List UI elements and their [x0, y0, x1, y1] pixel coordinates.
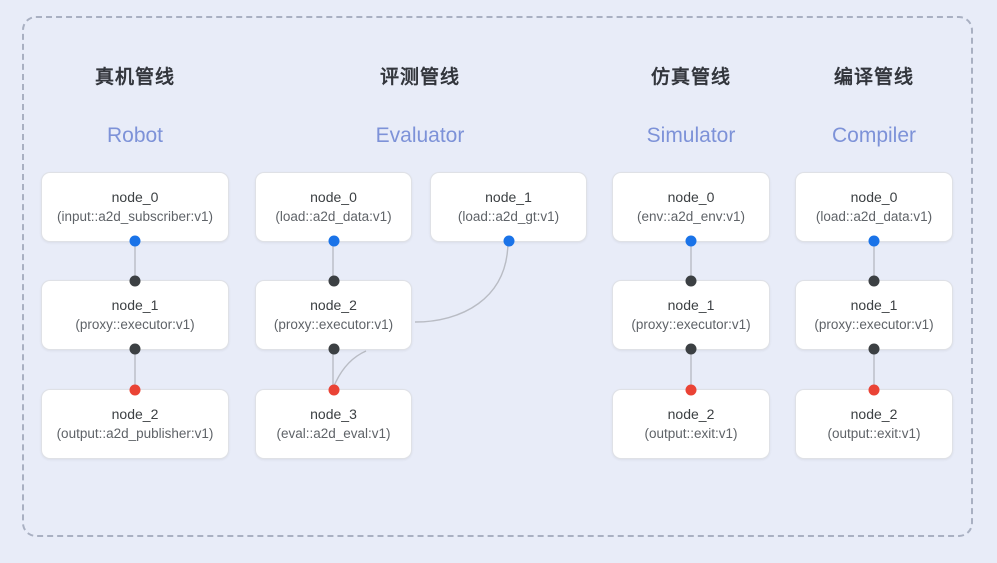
node-spec: (input::a2d_subscriber:v1): [56, 209, 214, 224]
node-spec: (output::exit:v1): [644, 426, 738, 441]
node-robot-1[interactable]: node_1 (proxy::executor:v1): [41, 275, 229, 355]
column-subtitle-evaluator: Evaluator: [375, 124, 465, 147]
node-name: node_2: [310, 297, 357, 313]
edge-eval-1-2: [414, 240, 509, 323]
port-output-blue[interactable]: [129, 235, 141, 247]
column-subtitle-compiler: Compiler: [831, 124, 917, 147]
node-simulator-1[interactable]: node_1 (proxy::executor:v1): [612, 275, 770, 355]
node-evaluator-1[interactable]: node_1 (load::a2d_gt:v1): [430, 172, 587, 247]
port-output-blue[interactable]: [503, 235, 514, 247]
node-spec: (load::a2d_gt:v1): [457, 209, 560, 224]
port-input-black[interactable]: [685, 275, 697, 287]
node-compiler-1[interactable]: node_1 (proxy::executor:v1): [795, 275, 953, 355]
port-output-black[interactable]: [328, 343, 339, 355]
node-simulator-2[interactable]: node_2 (output::exit:v1): [612, 384, 770, 459]
node-spec: (load::a2d_data:v1): [275, 209, 392, 224]
node-name: node_1: [667, 297, 715, 313]
node-name: node_1: [485, 189, 532, 205]
column-title-compiler: 编译管线: [833, 67, 914, 88]
column-subtitle-simulator: Simulator: [646, 124, 736, 147]
node-robot-0[interactable]: node_0 (input::a2d_subscriber:v1): [41, 172, 229, 247]
column-subtitle-robot: Robot: [106, 124, 164, 147]
column-title-simulator: 仿真管线: [650, 67, 731, 88]
port-input-red[interactable]: [328, 384, 339, 396]
node-spec: (proxy::executor:v1): [814, 317, 934, 332]
node-spec: (output::exit:v1): [827, 426, 921, 441]
port-output-blue[interactable]: [328, 235, 339, 247]
node-name: node_0: [111, 189, 159, 205]
node-name: node_1: [850, 297, 898, 313]
node-simulator-0[interactable]: node_0 (env::a2d_env:v1): [612, 172, 770, 247]
port-input-red[interactable]: [868, 384, 880, 396]
port-output-black[interactable]: [868, 343, 880, 355]
node-name: node_0: [850, 189, 898, 205]
port-output-black[interactable]: [129, 343, 141, 355]
node-name: node_0: [667, 189, 715, 205]
port-input-black[interactable]: [328, 275, 339, 287]
port-input-red[interactable]: [129, 384, 141, 396]
node-spec: (load::a2d_data:v1): [815, 209, 933, 224]
node-name: node_0: [310, 189, 357, 205]
port-output-black[interactable]: [685, 343, 697, 355]
node-name: node_2: [111, 406, 159, 422]
port-input-black[interactable]: [868, 275, 880, 287]
node-evaluator-2[interactable]: node_2 (proxy::executor:v1): [255, 275, 412, 355]
edge-eval-2-3-curve: [333, 350, 367, 387]
node-spec: (output::a2d_publisher:v1): [56, 426, 214, 441]
node-evaluator-0[interactable]: node_0 (load::a2d_data:v1): [255, 172, 412, 247]
node-spec: (env::a2d_env:v1): [636, 209, 746, 224]
node-spec: (proxy::executor:v1): [273, 317, 394, 332]
node-spec: (eval::a2d_eval:v1): [276, 426, 391, 441]
node-evaluator-3[interactable]: node_3 (eval::a2d_eval:v1): [255, 384, 412, 459]
node-robot-2[interactable]: node_2 (output::a2d_publisher:v1): [41, 384, 229, 459]
port-output-blue[interactable]: [685, 235, 697, 247]
node-name: node_2: [850, 406, 898, 422]
node-name: node_2: [667, 406, 715, 422]
node-compiler-0[interactable]: node_0 (load::a2d_data:v1): [795, 172, 953, 247]
node-spec: (proxy::executor:v1): [631, 317, 751, 332]
port-input-red[interactable]: [685, 384, 697, 396]
column-title-robot: 真机管线: [94, 67, 175, 88]
column-title-evaluator: 评测管线: [379, 67, 460, 88]
port-input-black[interactable]: [129, 275, 141, 287]
node-compiler-2[interactable]: node_2 (output::exit:v1): [795, 384, 953, 459]
node-name: node_1: [111, 297, 159, 313]
node-spec: (proxy::executor:v1): [75, 317, 195, 332]
port-output-blue[interactable]: [868, 235, 880, 247]
node-name: node_3: [310, 406, 357, 422]
